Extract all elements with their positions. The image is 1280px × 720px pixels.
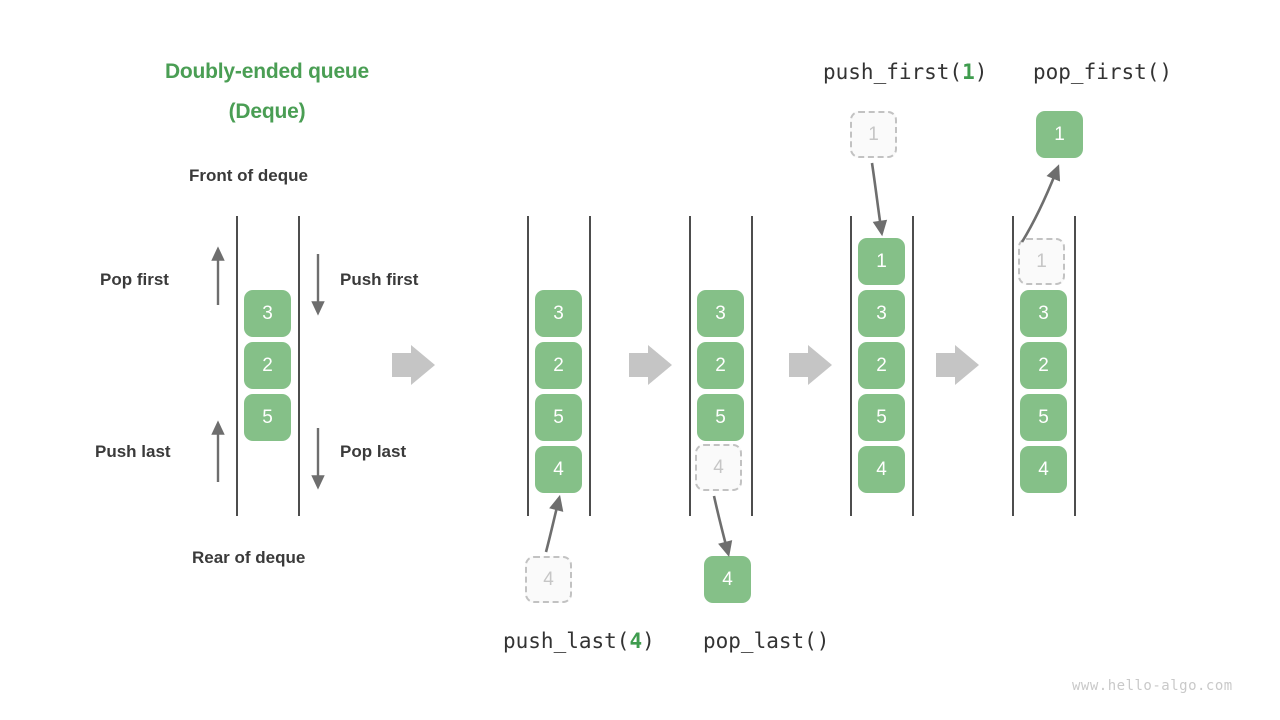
push-first-op-name: push_first( — [823, 60, 963, 84]
deque-rail-right — [751, 216, 753, 516]
deque-cell: 5 — [697, 394, 744, 441]
front-of-deque-label: Front of deque — [189, 166, 308, 185]
transition-arrow-3 — [789, 345, 832, 385]
deque-cell-new: 1 — [858, 238, 905, 285]
deque-rail-right — [1074, 216, 1076, 516]
pop-first-op-name: pop_first() — [1033, 60, 1173, 84]
deque-cell: 3 — [535, 290, 582, 337]
incoming-value-cell: 4 — [525, 556, 572, 603]
outgoing-value-cell: 1 — [1036, 111, 1083, 158]
deque-cell: 2 — [858, 342, 905, 389]
deque-cell: 5 — [858, 394, 905, 441]
push-last-op-close: ) — [642, 629, 655, 653]
deque-cell: 4 — [1020, 446, 1067, 493]
transition-arrow-2 — [629, 345, 672, 385]
deque-cell: 3 — [697, 290, 744, 337]
pop-first-operation-label: pop_first() — [1033, 60, 1172, 84]
pop-first-flow-arrow — [1020, 164, 1061, 243]
watermark: www.hello-algo.com — [1072, 678, 1233, 694]
deque-cell: 5 — [535, 394, 582, 441]
push-first-operation-label: push_first(1) — [823, 60, 987, 84]
push-last-op-arg: 4 — [629, 629, 643, 653]
rear-of-deque-label: Rear of deque — [192, 548, 306, 567]
removed-slot-cell: 1 — [1018, 238, 1065, 285]
push-first-op-close: ) — [974, 60, 988, 84]
pop-first-label: Pop first — [100, 270, 169, 289]
deque-cell: 2 — [535, 342, 582, 389]
deque-rail-left — [527, 216, 529, 516]
removed-slot-cell: 4 — [695, 444, 742, 491]
deque-cell: 2 — [697, 342, 744, 389]
deque-rail-left — [236, 216, 238, 516]
pop-last-flow-arrow — [712, 495, 733, 558]
push-last-op-name: push_last( — [503, 629, 630, 653]
deque-rail-right — [298, 216, 300, 516]
deque-cell: 3 — [1020, 290, 1067, 337]
push-last-flow-arrow — [544, 494, 564, 553]
push-last-label: Push last — [95, 442, 171, 461]
deque-rail-right — [589, 216, 591, 516]
push-first-flow-arrow — [870, 162, 888, 237]
deque-rail-left — [1012, 216, 1014, 516]
deque-cell: 4 — [858, 446, 905, 493]
deque-cell-new: 4 — [535, 446, 582, 493]
page-title-line2: (Deque) — [228, 100, 306, 123]
deque-cell: 3 — [244, 290, 291, 337]
deque-cell: 5 — [1020, 394, 1067, 441]
deque-rail-left — [850, 216, 852, 516]
push-first-op-arg: 1 — [962, 60, 975, 84]
deque-cell: 3 — [858, 290, 905, 337]
deque-cell: 5 — [244, 394, 291, 441]
deque-cell: 2 — [1020, 342, 1067, 389]
pop-last-operation-label: pop_last() — [703, 629, 829, 653]
transition-arrow-1 — [392, 345, 435, 385]
push-first-label: Push first — [340, 270, 419, 289]
deque-cell: 2 — [244, 342, 291, 389]
transition-arrow-4 — [936, 345, 979, 385]
deque-rail-right — [912, 216, 914, 516]
incoming-value-cell: 1 — [850, 111, 897, 158]
outgoing-value-cell: 4 — [704, 556, 751, 603]
push-last-operation-label: push_last(4) — [503, 629, 655, 653]
pop-last-op-name: pop_last() — [703, 629, 830, 653]
deque-rail-left — [689, 216, 691, 516]
page-title-line1: Doubly-ended queue — [164, 60, 370, 83]
pop-last-label: Pop last — [340, 442, 407, 461]
